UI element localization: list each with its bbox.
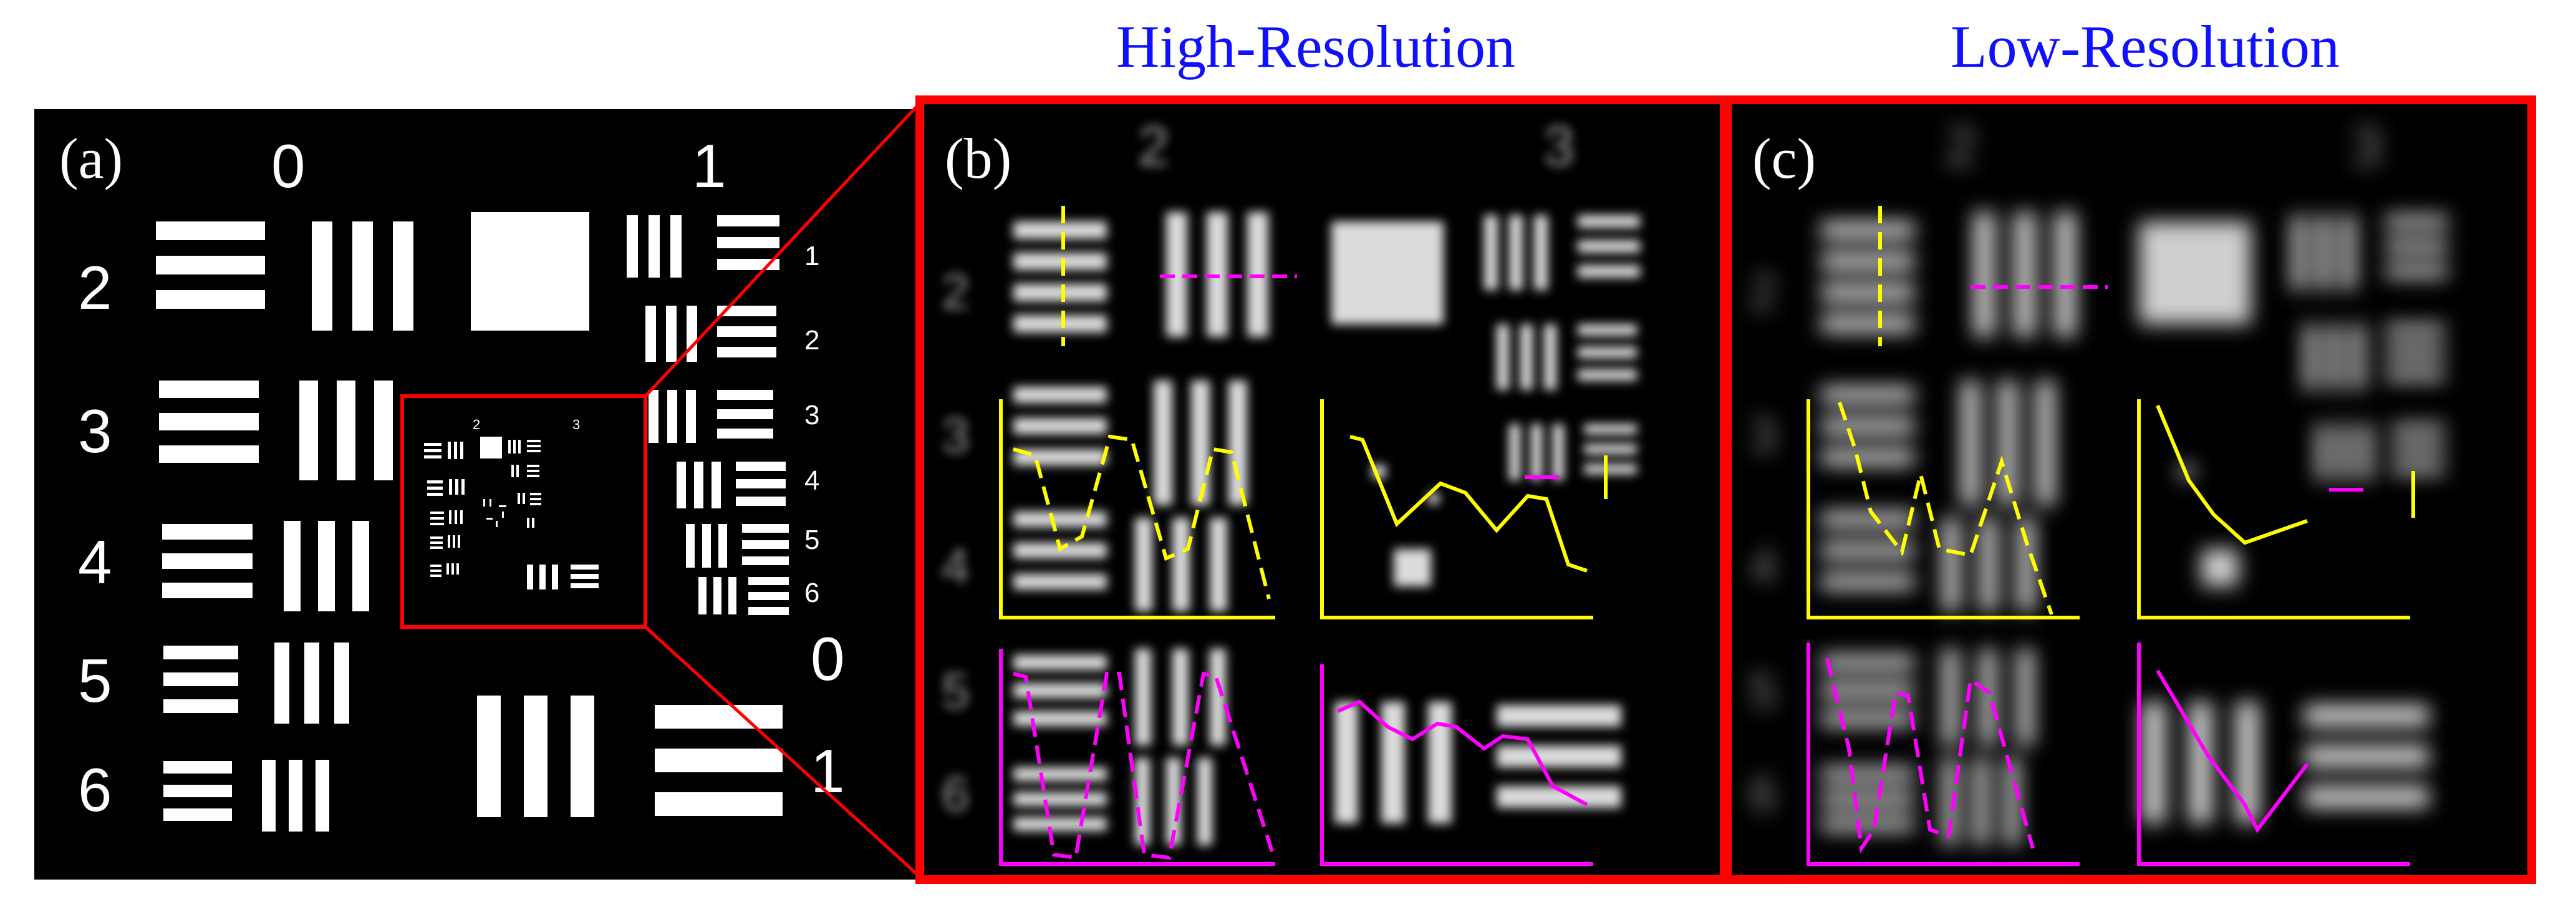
high-resolution-title: High-Resolution	[1116, 13, 1515, 80]
panel-b-image: 2 3 2 3 4 5 6	[942, 115, 1640, 845]
element-label-6: 6	[78, 755, 112, 824]
panel-b: 2 3 2 3 4 5 6 (b)	[915, 95, 1729, 884]
element-label-r4: 4	[804, 465, 819, 496]
profile-magenta-low-c	[2137, 643, 2410, 866]
panel-c: 2 3 2 3 4 5 6 (c)	[1723, 95, 2536, 884]
group-label-r0: 0	[811, 624, 845, 693]
zoom-line-bottom	[644, 626, 924, 881]
group-label-0: 0	[271, 132, 306, 200]
inset-target: 2 3	[400, 394, 647, 629]
profile-yellow-high-res	[999, 399, 1275, 619]
profile-magenta-low-res-b	[1320, 664, 1593, 866]
element-label-2: 2	[78, 253, 112, 322]
inset-group-label-2: 2	[473, 417, 480, 432]
panel-c-group-label-2: 2	[1946, 115, 1977, 178]
profile-yellow-c	[1807, 399, 2080, 619]
panel-b-label: (b)	[945, 127, 1011, 190]
group-label-1: 1	[692, 132, 726, 200]
panel-b-side-label-2: 2	[942, 264, 970, 319]
panel-c-side-label-2: 2	[1749, 264, 1777, 319]
group-label-r1: 1	[811, 737, 845, 805]
panel-b-group-label-2: 2	[1138, 115, 1169, 178]
profile-yellow-low-res-b	[1320, 399, 1608, 619]
panel-b-side-label-5: 5	[942, 663, 970, 719]
bar-group-0-4	[162, 521, 369, 611]
panel-b-side-label-6: 6	[942, 766, 970, 822]
panel-c-side-label-6: 6	[1749, 766, 1777, 822]
profile-magenta-high-res	[999, 649, 1275, 866]
element-label-5: 5	[78, 646, 112, 715]
bar-group-0-6	[163, 760, 329, 832]
panel-a: (a) 0 1 2 3 4 5 6	[34, 99, 926, 881]
element-label-4: 4	[78, 528, 112, 596]
bar-group-large	[477, 696, 783, 817]
bar-group-0-2	[156, 212, 589, 331]
panel-b-group-label-3: 3	[1543, 115, 1575, 178]
panel-c-side-label-5: 5	[1749, 663, 1777, 719]
zoom-region-box	[400, 394, 647, 629]
panel-a-label: (a)	[59, 127, 123, 190]
panel-c-frame	[1723, 95, 2536, 884]
element-label-r6: 6	[804, 578, 819, 608]
low-resolution-title: Low-Resolution	[1951, 13, 2340, 80]
inset-group-label-3: 3	[572, 417, 580, 432]
panel-c-side-label-4: 4	[1749, 538, 1777, 594]
element-label-3: 3	[78, 397, 112, 465]
zoom-line-top	[644, 99, 924, 397]
bar-group-0-3	[159, 381, 393, 480]
profile-yellow-low-c	[2137, 399, 2415, 619]
panel-b-side-label-4: 4	[942, 538, 970, 594]
panel-c-group-label-3: 3	[2351, 115, 2382, 178]
element-label-r1: 1	[804, 241, 819, 271]
panel-c-label: (c)	[1752, 127, 1816, 190]
panel-b-side-label-3: 3	[942, 407, 970, 463]
panel-c-side-label-3: 3	[1749, 407, 1777, 463]
element-label-r2: 2	[804, 325, 819, 356]
bar-group-0-5	[163, 643, 349, 724]
element-label-r5: 5	[804, 525, 819, 555]
element-label-r3: 3	[804, 400, 819, 430]
bar-group-1	[627, 215, 789, 615]
profile-magenta-c	[1807, 643, 2080, 866]
panel-c-image: 2 3 2 3 4 5 6	[1749, 115, 2448, 845]
